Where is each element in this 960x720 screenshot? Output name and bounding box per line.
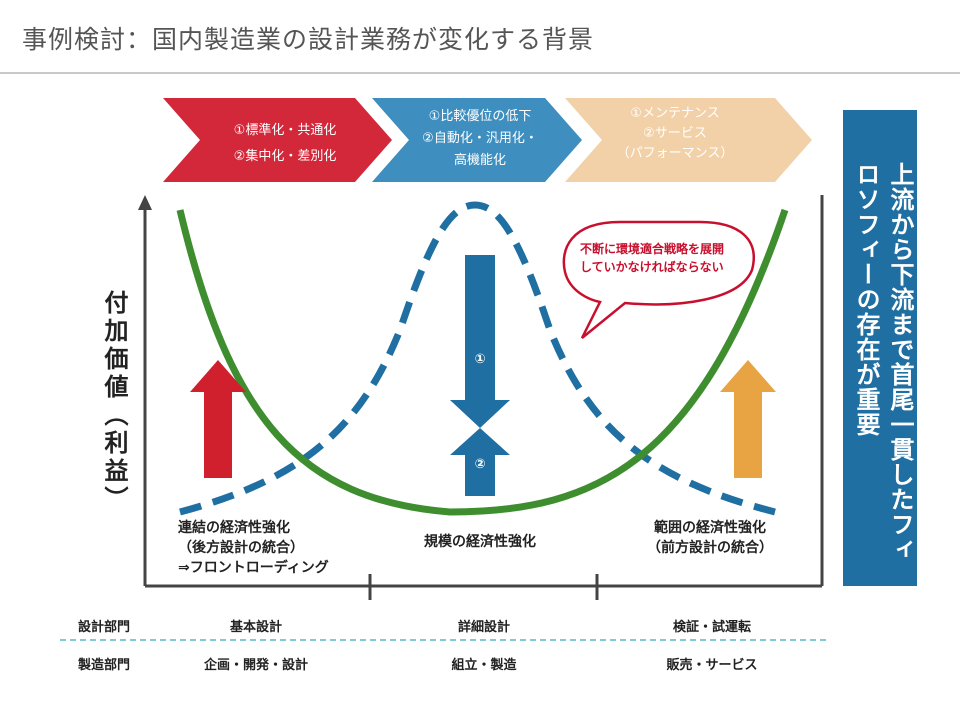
chevron-1-line-2: ②集中化・差別化 bbox=[233, 149, 337, 164]
chevron-2-text: ①比較優位の低下 ②自動化・汎用化・ 高機能化 bbox=[395, 106, 565, 172]
y-axis-label: 付加価値（利益） bbox=[100, 290, 128, 514]
center-economy-label: 規模の経済性強化 bbox=[424, 534, 536, 550]
right-economy-label: 範囲の経済性強化 （前方設計の統合） bbox=[630, 518, 790, 558]
chevron-3 bbox=[565, 98, 812, 182]
chevron-1-text: ①標準化・共通化 ②集中化・差別化 bbox=[200, 118, 370, 170]
chevron-2 bbox=[372, 98, 582, 182]
orange-up-arrow bbox=[720, 360, 776, 478]
row-head-design: 設計部門 bbox=[78, 620, 131, 635]
right-economy-line-1: 範囲の経済性強化 bbox=[654, 520, 766, 536]
design-cell-2: 詳細設計 bbox=[457, 620, 510, 635]
center-arrow-label-2: ② bbox=[474, 457, 486, 472]
center-down-arrow bbox=[450, 255, 510, 428]
chevron-1-line-1: ①標準化・共通化 bbox=[233, 123, 337, 138]
right-economy-line-2: （前方設計の統合） bbox=[647, 540, 773, 556]
title-divider bbox=[0, 72, 960, 74]
left-economy-line-2: （後方設計の統合） bbox=[178, 540, 304, 556]
y-axis-arrowhead bbox=[138, 195, 152, 210]
manufacturing-cell-1: 企画・開発・設計 bbox=[203, 658, 308, 673]
page-title: 事例検討：国内製造業の設計業務が変化する背景 bbox=[22, 25, 595, 54]
manufacturing-cell-2: 組立・製造 bbox=[451, 658, 517, 673]
chevron-2-line-1: ①比較優位の低下 bbox=[428, 109, 532, 124]
center-up-arrow bbox=[450, 428, 510, 496]
chevron-2-line-3: 高機能化 bbox=[453, 153, 506, 168]
bell-curve-dashed bbox=[179, 201, 776, 516]
chevron-3-text: ①メンテナンス ②サービス （パフォーマンス） bbox=[585, 104, 765, 164]
philosophy-banner bbox=[843, 110, 917, 586]
chevron-3-line-3: （パフォーマンス） bbox=[616, 146, 734, 161]
row-head-manufacturing: 製造部門 bbox=[78, 658, 131, 673]
left-economy-line-1: 連結の経済性強化 bbox=[178, 520, 290, 536]
philosophy-banner-text: 上流から下流まで首尾一貫したフィロソフィーの存在が重要 bbox=[852, 162, 914, 562]
manufacturing-cell-3: 販売・サービス bbox=[666, 658, 758, 673]
left-economy-line-3: ⇒フロントローディング bbox=[178, 560, 329, 576]
speech-bubble-text: 不断に環境適合戦略を展開していかなければならない bbox=[580, 242, 725, 274]
chevron-3-line-2: ②サービス bbox=[643, 126, 707, 141]
chevron-1 bbox=[163, 98, 392, 182]
speech-bubble bbox=[562, 220, 755, 339]
design-cell-1: 基本設計 bbox=[229, 620, 282, 635]
red-up-arrow bbox=[190, 360, 246, 478]
design-cell-3: 検証・試運転 bbox=[672, 620, 751, 635]
center-arrow-label-1: ① bbox=[474, 352, 486, 367]
chevron-3-line-1: ①メンテナンス bbox=[630, 106, 720, 121]
chevron-2-line-2: ②自動化・汎用化・ bbox=[422, 131, 538, 146]
u-curve bbox=[176, 208, 789, 516]
left-economy-label: 連結の経済性強化 （後方設計の統合） ⇒フロントローディング bbox=[178, 518, 329, 578]
